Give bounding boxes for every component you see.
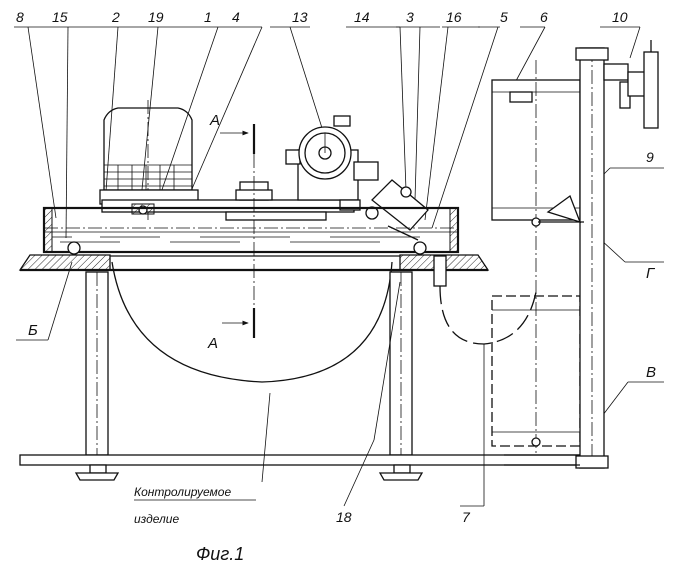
callout-5: 5 xyxy=(500,9,508,25)
section-v-label: В xyxy=(646,364,656,381)
callout-8: 8 xyxy=(16,9,24,25)
legs xyxy=(20,272,580,480)
section-a-top-label: A xyxy=(209,112,220,129)
callout-18: 18 xyxy=(336,509,352,525)
section-a-marks xyxy=(220,124,254,338)
weight-6 xyxy=(492,60,580,455)
callout-10: 10 xyxy=(612,9,628,25)
callout-15: 15 xyxy=(52,9,68,25)
callout-3: 3 xyxy=(406,9,414,25)
callout-13: 13 xyxy=(292,9,308,25)
callout-6: 6 xyxy=(540,9,548,25)
callout-4: 4 xyxy=(232,9,240,25)
callout-14: 14 xyxy=(354,9,370,25)
callout-9: 9 xyxy=(646,149,654,165)
bottom-labels: Контролируемое изделие 18 7 xyxy=(134,485,471,526)
section-g-label: Г xyxy=(646,265,656,282)
callout-19: 19 xyxy=(148,9,164,25)
product-label-line1: Контролируемое xyxy=(134,485,231,499)
handwheel xyxy=(604,40,658,128)
indicator-head xyxy=(286,116,378,210)
callout-7: 7 xyxy=(462,509,471,525)
product-label-line2: изделие xyxy=(134,512,179,526)
figure-caption: Фиг.1 xyxy=(196,544,244,564)
section-a-bottom-label: A xyxy=(207,335,218,352)
callout-1: 1 xyxy=(204,9,212,25)
controlled-product xyxy=(112,262,392,382)
callout-2: 2 xyxy=(111,9,120,25)
section-b-label: Б xyxy=(28,322,38,339)
callout-16: 16 xyxy=(446,9,462,25)
probe xyxy=(366,180,428,240)
